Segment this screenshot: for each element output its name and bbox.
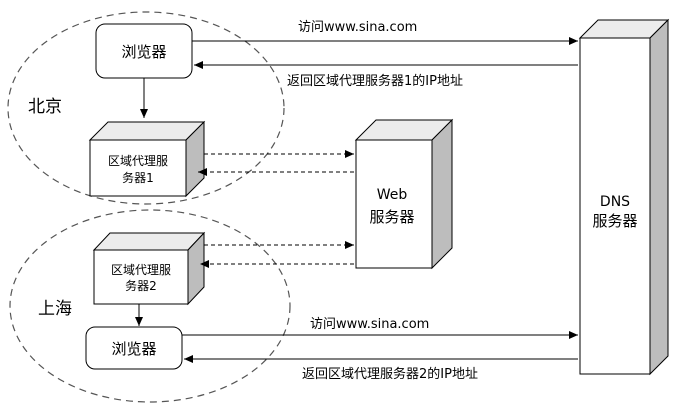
- dns-server-node: DNS 服务器: [578, 18, 670, 376]
- browser-top-node: 浏览器: [95, 23, 193, 79]
- shanghai-region: [9, 209, 291, 403]
- proxy1-label-line2: 务器1: [122, 170, 154, 185]
- edge-visit-top-label: 访问www.sina.com: [298, 20, 417, 35]
- dns-server-label-line1: DNS: [600, 194, 630, 210]
- browser-bottom-node: 浏览器: [85, 326, 183, 370]
- proxy-server-2-node: 区域代理服 务器2: [92, 231, 206, 306]
- web-server-node: Web 服务器: [354, 118, 454, 270]
- dns-server-label-line2: 服务器: [592, 212, 637, 230]
- proxy1-label-line1: 区域代理服: [108, 154, 168, 168]
- region-shanghai-label: 上海: [38, 299, 72, 319]
- browser-top-label: 浏览器: [121, 43, 166, 61]
- edge-visit-bottom-label: 访问www.sina.com: [310, 317, 429, 332]
- browser-bottom-label: 浏览器: [111, 340, 156, 358]
- beijing-region: [7, 11, 285, 205]
- proxy2-label-line2: 务器2: [125, 278, 157, 293]
- edge-return-bottom-label: 返回区域代理服务器2的IP地址: [302, 366, 478, 382]
- proxy-server-1-node: 区域代理服 务器1: [88, 120, 206, 198]
- edge-return-top-label: 返回区域代理服务器1的IP地址: [287, 73, 463, 89]
- region-beijing-label: 北京: [28, 97, 62, 117]
- web-server-label-line2: 服务器: [369, 208, 414, 226]
- proxy2-label-line1: 区域代理服: [111, 263, 171, 277]
- web-server-label-line1: Web: [377, 187, 408, 203]
